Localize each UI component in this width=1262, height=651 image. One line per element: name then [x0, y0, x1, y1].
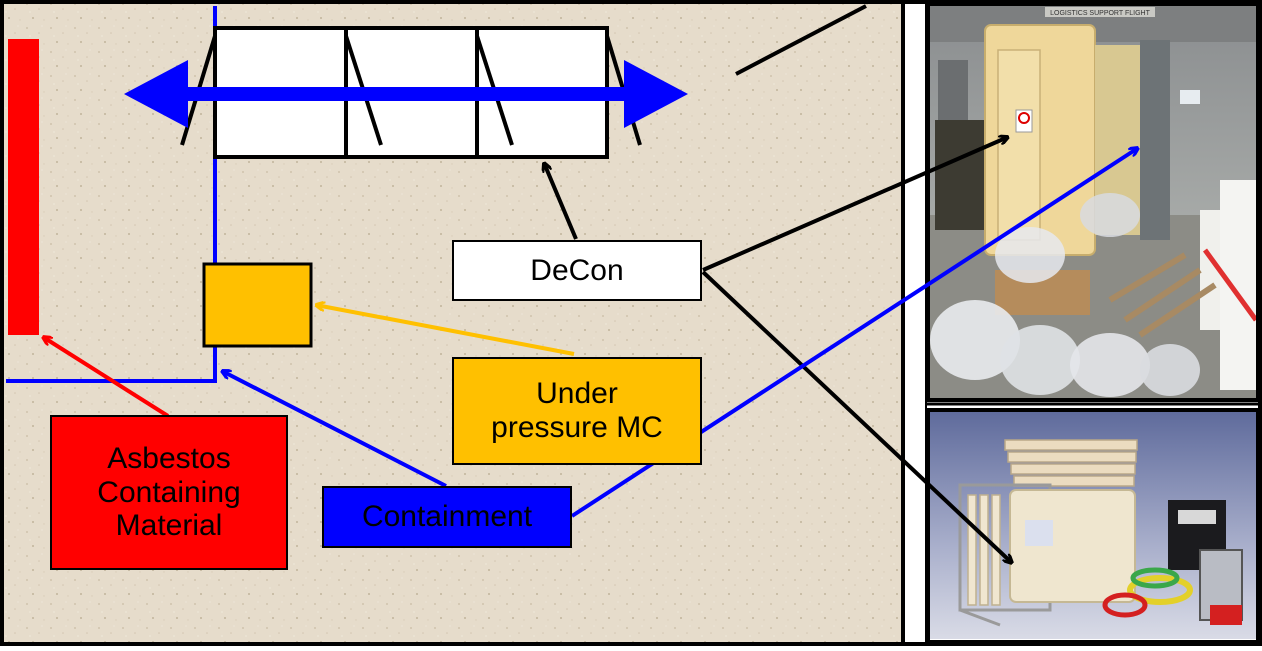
svg-text:LOGISTICS SUPPORT FLIGHT: LOGISTICS SUPPORT FLIGHT [1050, 10, 1150, 17]
negative-pressure-unit [202, 262, 313, 348]
under-pressure-label: Under pressure MC [452, 357, 702, 465]
containment-photo [930, 412, 1256, 639]
decon-label-text: DeCon [530, 253, 624, 287]
asbestos-line2: Containing [97, 475, 241, 509]
decon-photo: LOGISTICS SUPPORT FLIGHT [930, 6, 1259, 398]
asbestos-line1: Asbestos [107, 442, 231, 476]
asbestos-line3: Material [115, 509, 223, 543]
containment-label-text: Containment [361, 500, 533, 534]
under-pressure-line2: pressure MC [491, 411, 663, 444]
arrow-containment-to-wall [222, 371, 447, 488]
arrow-asbestos-to-area [43, 337, 170, 418]
under-pressure-line1: Under [536, 377, 618, 411]
arrow-decon-to-kit [701, 270, 1012, 563]
arrow-pressure-to-unit [316, 305, 575, 356]
asbestos-label: Asbestos Containing Material [50, 415, 288, 570]
decon-door-line [735, 4, 867, 76]
asbestos-area [8, 39, 39, 335]
containment-label: Containment [322, 486, 572, 548]
flow-arrow [124, 60, 688, 128]
decon-label: DeCon [452, 240, 702, 301]
arrow-decon-to-unit [544, 163, 578, 240]
arrow-decon-to-photo [702, 137, 1008, 272]
